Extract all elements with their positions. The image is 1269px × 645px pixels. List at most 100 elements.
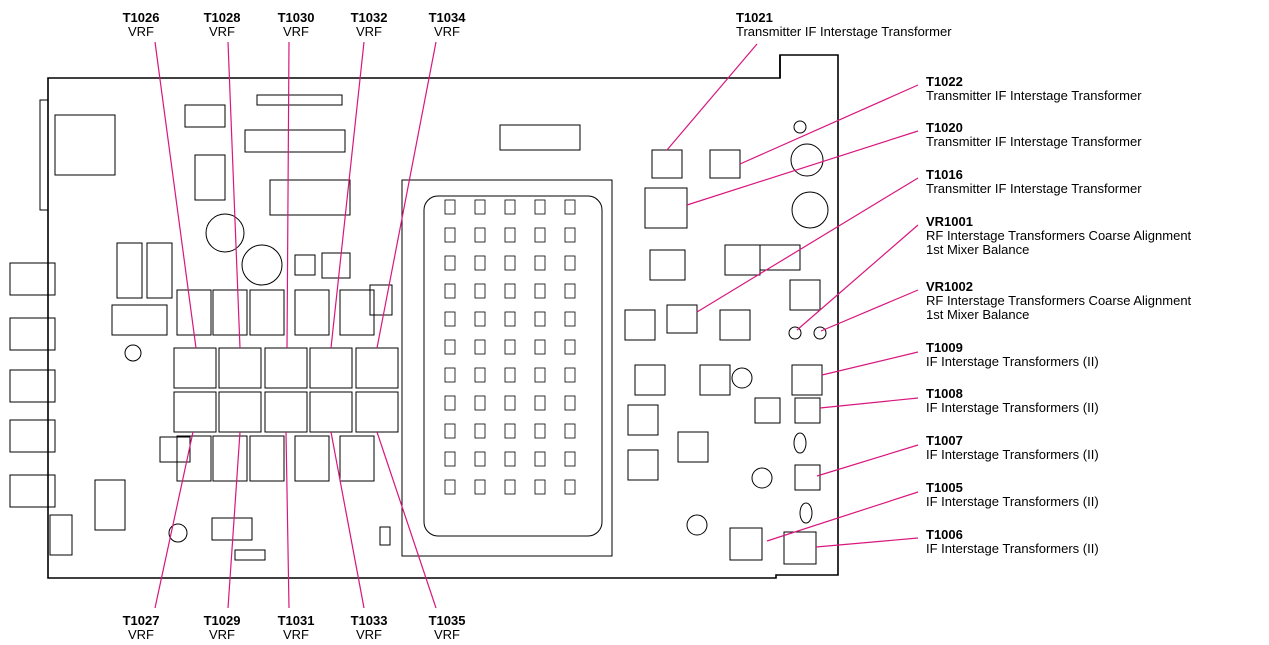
top-left-heatsink: [54, 114, 116, 176]
vrf-tile-t1030: [264, 347, 308, 389]
leader-t1033: [330, 431, 365, 609]
shield-component: [534, 283, 546, 299]
shield-component: [564, 283, 576, 299]
leader-t1009: [821, 351, 919, 376]
leader-lines: [154, 41, 919, 609]
leader-t1027: [154, 431, 194, 609]
coil-block-5: [339, 289, 375, 336]
t1020-part: [644, 187, 688, 229]
shield-component: [504, 255, 516, 271]
jack-2: [9, 317, 56, 351]
vrf-tile-t1027: [173, 391, 217, 433]
top-left-components: [94, 94, 581, 561]
shield-component: [504, 423, 516, 439]
coil-block-7: [212, 435, 248, 482]
shield-component: [534, 227, 546, 243]
shield-component: [474, 395, 486, 411]
coil-block-10: [339, 435, 375, 482]
vrf-tile-t1028: [218, 347, 262, 389]
t1009-part: [791, 364, 823, 396]
shield-component: [444, 311, 456, 327]
shield-component: [534, 199, 546, 215]
vrf-tile-t1032: [309, 347, 353, 389]
leader-t1032: [330, 41, 365, 349]
shield-component: [474, 339, 486, 355]
shield-component-grid: [444, 199, 576, 495]
shield-component: [474, 479, 486, 495]
shield-component: [504, 395, 516, 411]
leader-vr1002: [820, 289, 919, 332]
shield-component: [504, 367, 516, 383]
shield-component: [474, 423, 486, 439]
shield-component: [444, 339, 456, 355]
vrf-tile-t1033: [309, 391, 353, 433]
shield-component: [534, 423, 546, 439]
shield-component: [564, 199, 576, 215]
shield-component: [534, 367, 546, 383]
vr1002-part: [813, 326, 827, 340]
shield-component: [444, 451, 456, 467]
shield-component: [444, 227, 456, 243]
leader-vr1001: [796, 224, 919, 331]
shield-component: [474, 199, 486, 215]
shield-component: [474, 283, 486, 299]
shield-component: [504, 283, 516, 299]
slide-switch: [49, 514, 73, 556]
leader-t1006: [815, 537, 919, 548]
t1016-part: [666, 304, 698, 334]
shield-component: [564, 479, 576, 495]
shield-component: [534, 451, 546, 467]
shield-component: [474, 227, 486, 243]
jack-5: [9, 474, 56, 508]
vrf-tile-t1026: [173, 347, 217, 389]
leader-t1007: [816, 444, 919, 477]
coil-block-3: [249, 289, 285, 336]
coil-block-6: [176, 435, 212, 482]
shield-component: [504, 227, 516, 243]
coil-block-2: [212, 289, 248, 336]
jack-3: [9, 369, 56, 403]
shield-component: [564, 227, 576, 243]
leader-t1026: [154, 41, 197, 349]
coil-block-1: [176, 289, 212, 336]
vrf-tile-t1029: [218, 391, 262, 433]
t1007-part: [794, 464, 821, 491]
leader-t1020: [686, 130, 919, 206]
shield-component: [534, 311, 546, 327]
shield-component: [564, 395, 576, 411]
vr1001-part: [788, 326, 802, 340]
shield-component: [444, 255, 456, 271]
coil-block-9: [294, 435, 330, 482]
leader-t1028: [227, 41, 241, 349]
shield-component: [474, 451, 486, 467]
shield-component: [564, 367, 576, 383]
t1006-part: [783, 531, 817, 565]
shield-component: [504, 451, 516, 467]
shield-component: [444, 479, 456, 495]
jack-1: [9, 262, 56, 296]
shield-component: [504, 311, 516, 327]
leader-t1022: [739, 84, 919, 165]
shield-component: [564, 255, 576, 271]
shield-component: [504, 479, 516, 495]
shield-component: [444, 199, 456, 215]
shield-component: [534, 255, 546, 271]
right-components: [624, 120, 829, 565]
leader-t1035: [376, 431, 437, 609]
shield-component: [504, 199, 516, 215]
